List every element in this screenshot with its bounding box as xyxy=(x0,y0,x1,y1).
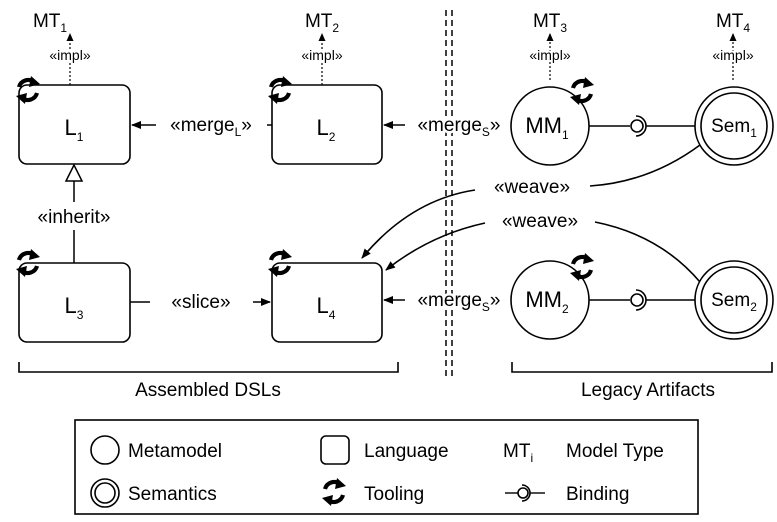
svg-text:Metamodel: Metamodel xyxy=(128,441,222,462)
svg-text:MTi: MTi xyxy=(503,441,533,465)
model-type-mt3: MT3 xyxy=(533,11,567,35)
svg-text:Model Type: Model Type xyxy=(566,441,664,462)
model-type-mt4: MT4 xyxy=(716,11,750,35)
svg-text:Language: Language xyxy=(364,441,449,462)
svg-text:MT1: MT1 xyxy=(33,11,67,35)
svg-text:«mergeS»: «mergeS» xyxy=(417,290,500,314)
svg-text:MM1: MM1 xyxy=(525,113,569,142)
svg-text:Sem1: Sem1 xyxy=(711,116,757,140)
svg-text:«mergeS»: «mergeS» xyxy=(417,115,500,139)
semantics-sem2: Sem2 xyxy=(694,260,774,340)
legend-binding: Binding xyxy=(505,484,629,505)
svg-text:Tooling: Tooling xyxy=(364,484,424,505)
relation-slice: «slice» xyxy=(130,292,271,313)
impl-label-sem1: «impl» xyxy=(712,47,753,63)
svg-text:MT4: MT4 xyxy=(716,11,750,35)
svg-text:L3: L3 xyxy=(65,293,84,322)
impl-label-l1: «impl» xyxy=(49,47,90,63)
relation-inherit: «inherit» xyxy=(38,163,111,263)
metamodel-mm2: MM2 xyxy=(510,260,590,340)
relation-merge-s-bottom: «mergeS» xyxy=(383,288,503,317)
svg-text:«slice»: «slice» xyxy=(171,292,230,313)
lollipop-socket-icon xyxy=(505,484,545,502)
semantics-sem1: Sem1 xyxy=(694,86,774,166)
relation-merge-l: «mergeL» xyxy=(131,115,272,139)
svg-text:«inherit»: «inherit» xyxy=(38,207,111,228)
svg-text:Legacy Artifacts: Legacy Artifacts xyxy=(581,380,715,401)
impl-label-l2: «impl» xyxy=(301,47,342,63)
svg-text:«mergeL»: «mergeL» xyxy=(170,115,252,139)
model-type-mt2: MT2 xyxy=(305,11,339,35)
svg-text:Semantics: Semantics xyxy=(128,484,217,505)
binding-mm1-sem1 xyxy=(589,115,695,137)
legend-metamodel: Metamodel xyxy=(90,435,222,465)
language-l1: L1 xyxy=(18,84,131,165)
binding-mm2-sem2 xyxy=(589,289,695,311)
svg-text:L2: L2 xyxy=(317,115,336,144)
group-legacy-artifacts: Legacy Artifacts xyxy=(511,362,773,401)
language-l2: L2 xyxy=(271,84,383,165)
svg-text:L4: L4 xyxy=(317,293,336,322)
model-type-mt1: MT1 xyxy=(33,11,67,35)
svg-text:Binding: Binding xyxy=(566,484,629,505)
relation-merge-s-top: «mergeS» xyxy=(383,113,503,142)
svg-text:Assembled DSLs: Assembled DSLs xyxy=(135,380,281,401)
impl-label-mm1: «impl» xyxy=(529,47,570,63)
legend-language: Language xyxy=(320,435,449,465)
svg-text:«weave»: «weave» xyxy=(502,211,578,232)
language-l3: L3 xyxy=(18,262,131,343)
group-assembled-dsls: Assembled DSLs xyxy=(18,362,399,401)
svg-text:«weave»: «weave» xyxy=(494,177,570,198)
relation-weave-sem1: «weave» xyxy=(361,144,701,259)
metamodel-mm1: MM1 xyxy=(510,86,590,166)
relation-weave-sem2: «weave» xyxy=(385,211,701,283)
svg-text:Sem2: Sem2 xyxy=(711,290,757,314)
language-l4: L4 xyxy=(271,262,383,343)
sync-arrows-icon xyxy=(322,478,346,506)
impl-links xyxy=(66,33,737,85)
legend-semantics: Semantics xyxy=(90,478,217,508)
svg-text:L1: L1 xyxy=(65,115,84,144)
legend-model-type: MTi Model Type xyxy=(503,441,664,465)
svg-text:MT2: MT2 xyxy=(305,11,339,35)
svg-text:MM2: MM2 xyxy=(525,287,569,316)
svg-text:MT3: MT3 xyxy=(533,11,567,35)
legend-tooling: Tooling xyxy=(322,478,424,506)
legend: Metamodel Language MTi Model Type Semant… xyxy=(74,419,699,515)
